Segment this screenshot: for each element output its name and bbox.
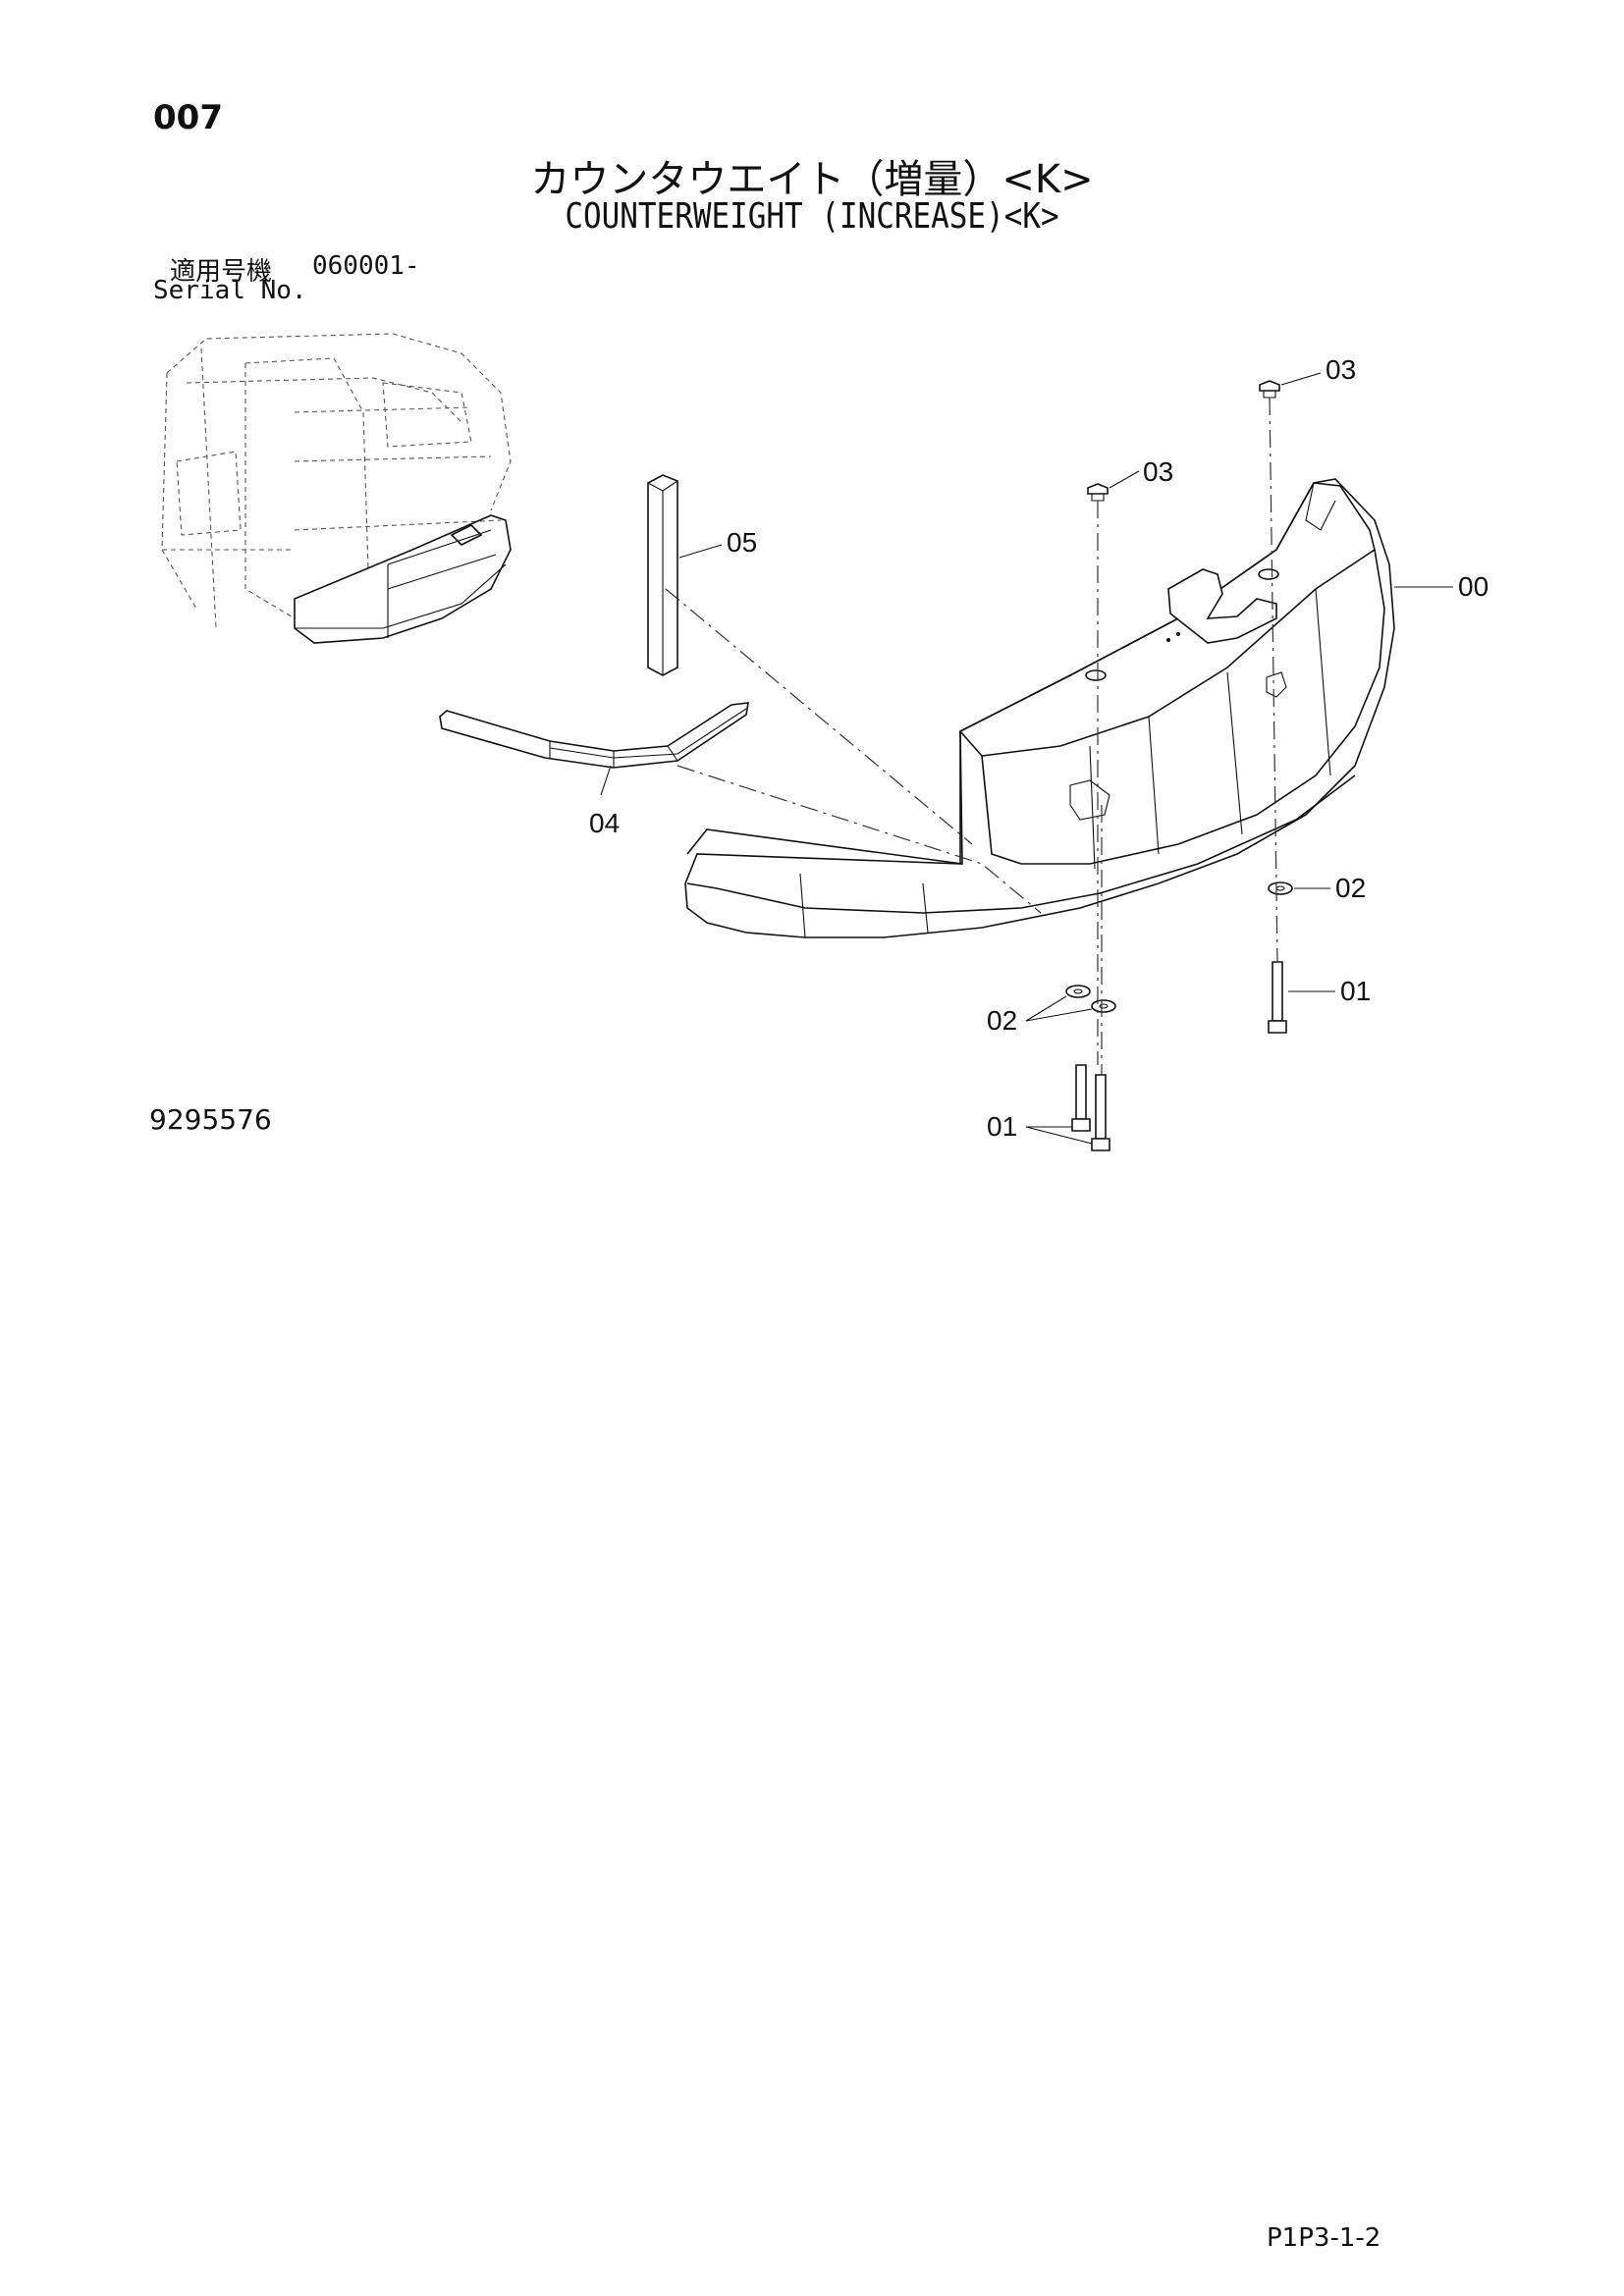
- page-number: 007: [153, 98, 223, 137]
- serial-number-range: 060001-: [312, 251, 420, 281]
- callout-02-left: 02: [987, 1005, 1017, 1036]
- title-english: COUNTERWEIGHT (INCREASE)<K>: [565, 196, 1059, 237]
- callout-01-left: 01: [987, 1111, 1017, 1142]
- part-01-bolts: [1071, 961, 1287, 1151]
- part-00-counterweight: [684, 478, 1395, 938]
- excavator-reference-illustration: [161, 333, 512, 644]
- part-03-bolts: [1087, 380, 1280, 502]
- part-02-washers: [1065, 881, 1293, 1013]
- title-japanese: カウンタウエイト（増量）<K>: [530, 157, 1094, 202]
- callout-05: 05: [727, 527, 757, 558]
- serial-label-english: Serial No.: [153, 276, 307, 305]
- assembly-center-lines: [665, 397, 1278, 1075]
- page-code: P1P3-1-2: [1267, 2223, 1381, 2253]
- callout-02-right: 02: [1335, 873, 1366, 903]
- part-05-shim-bar: [647, 474, 678, 676]
- part-04-bent-plate: [439, 702, 749, 769]
- callout-04: 04: [589, 808, 620, 838]
- drawing-number: 9295576: [149, 1103, 272, 1136]
- callout-00: 00: [1458, 571, 1489, 602]
- callout-03-top-right: 03: [1326, 354, 1356, 385]
- serial-label-japanese: 適用号機: [170, 257, 273, 287]
- callout-03-top-left: 03: [1143, 456, 1173, 487]
- callout-01-right: 01: [1340, 976, 1371, 1006]
- leader-lines: [600, 372, 1453, 1145]
